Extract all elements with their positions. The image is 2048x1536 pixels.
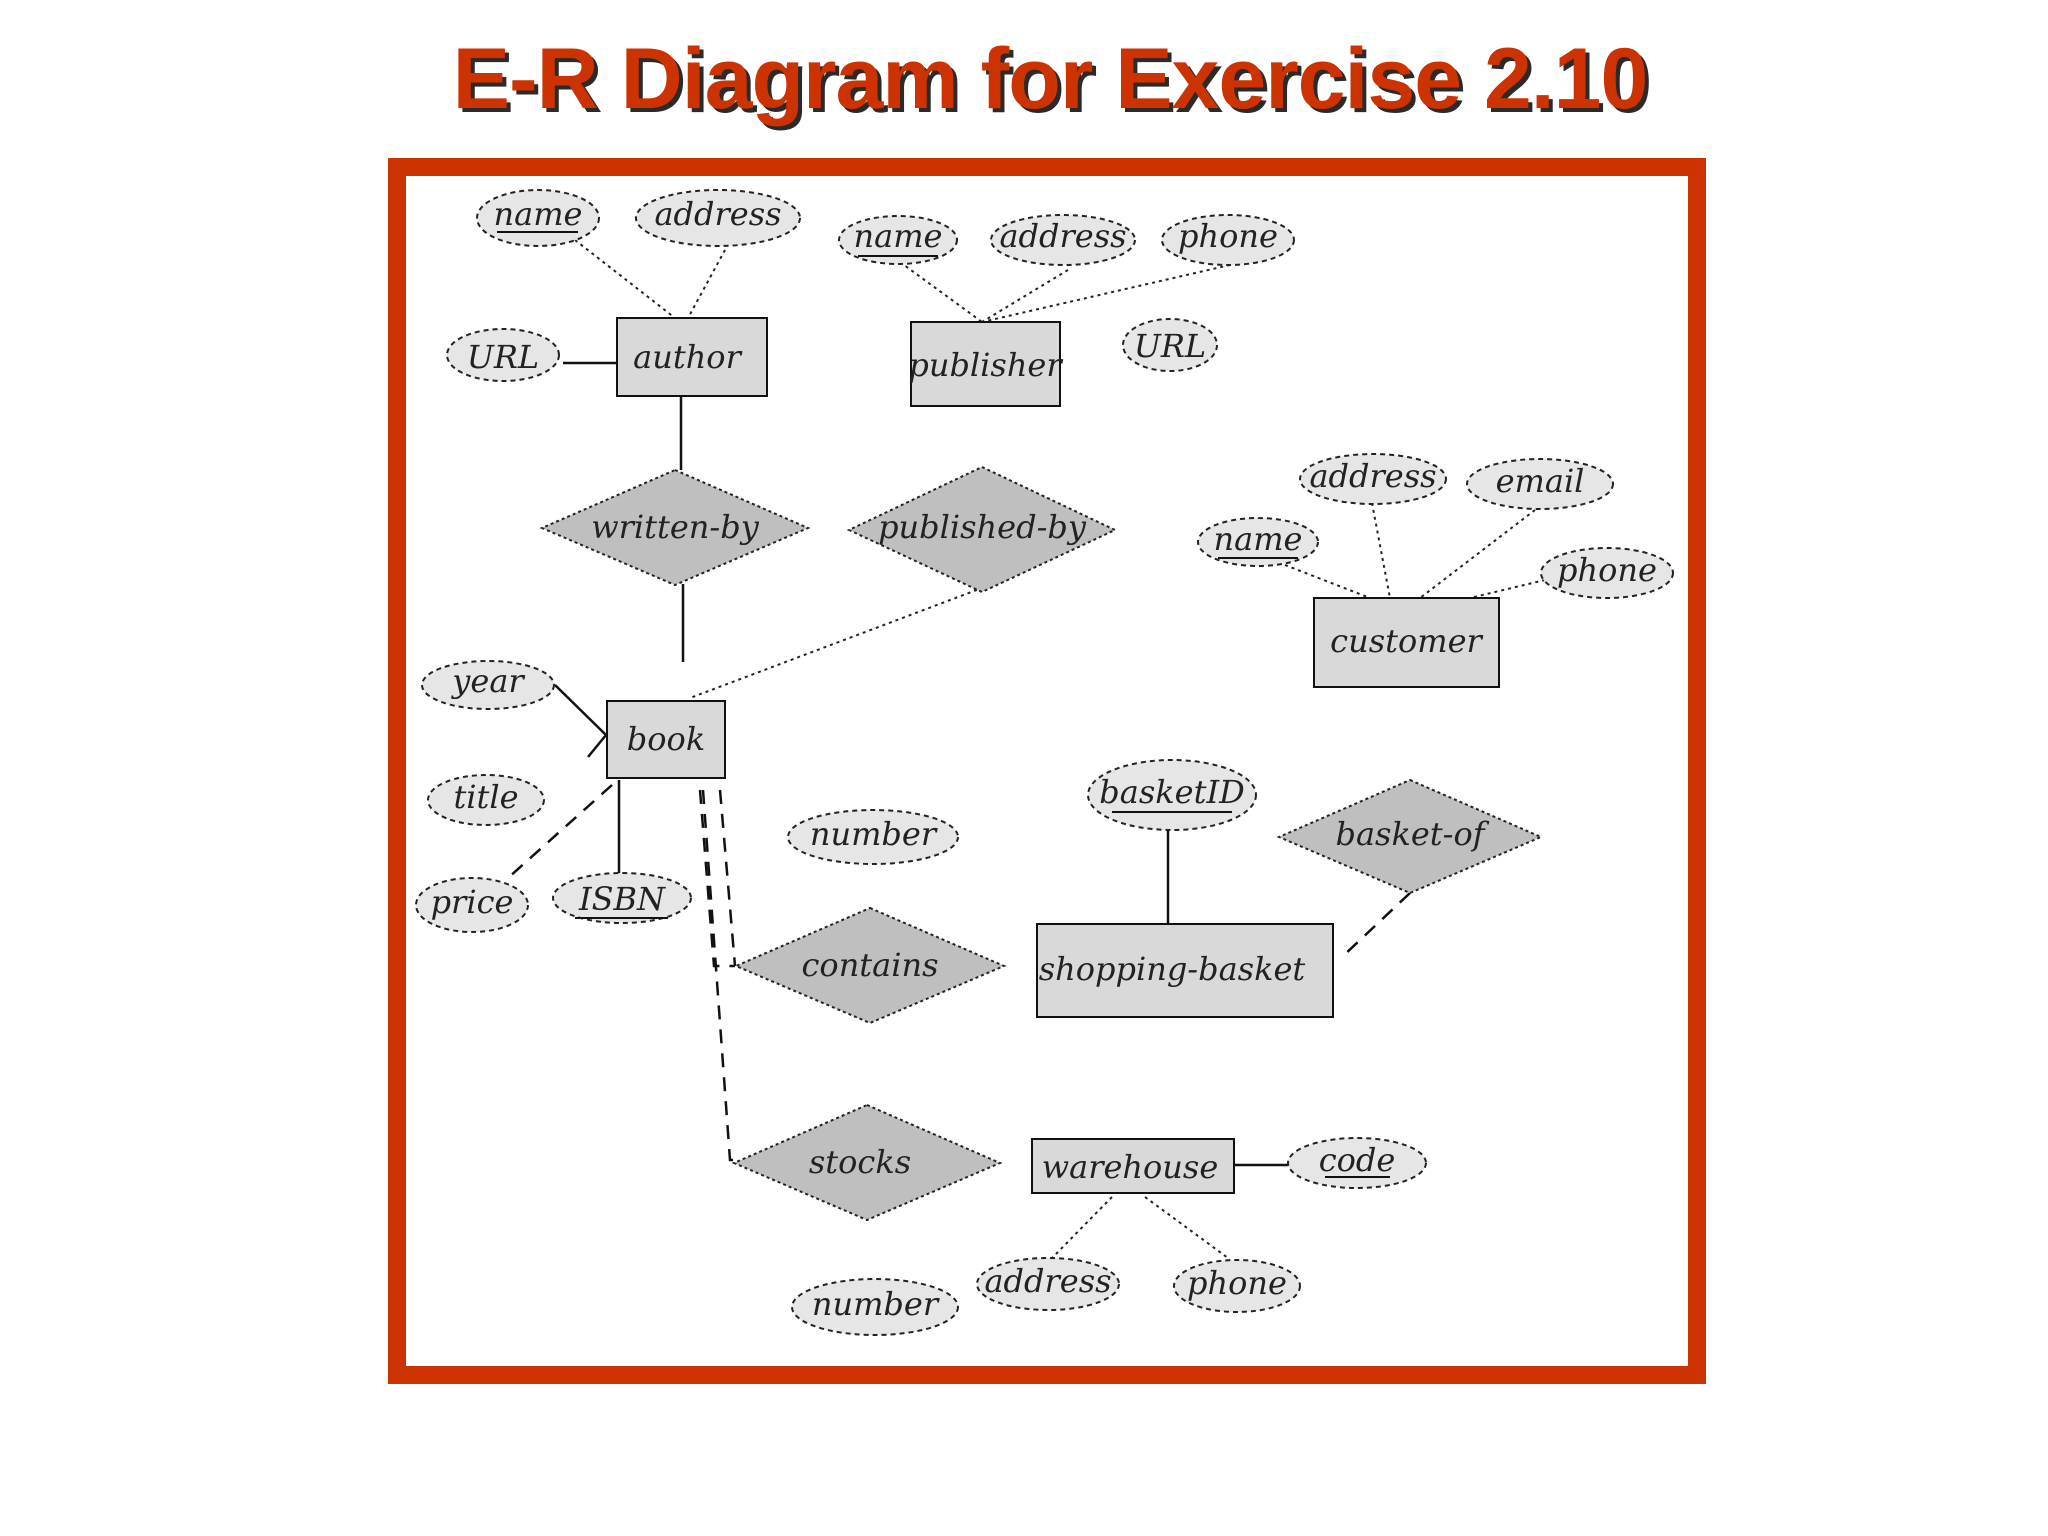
entity-book: book (606, 700, 726, 779)
entity-shopping-basket-label: shopping-basket (1039, 950, 1306, 988)
svg-text:address: address (654, 195, 781, 233)
svg-text:phone: phone (1178, 217, 1278, 255)
svg-text:name: name (854, 217, 943, 255)
connector-author-name (574, 239, 676, 319)
attribute-stocks-number: number (791, 1278, 959, 1336)
relationship-written-by-label: written-by (591, 508, 759, 546)
relationship-published-by: published-by (846, 465, 1118, 594)
connector-customer-name (1284, 564, 1371, 599)
entity-author-label: author (633, 338, 742, 376)
svg-text:ISBN: ISBN (578, 880, 666, 918)
attribute-author-url: URL (446, 328, 560, 382)
attribute-author-address: address (635, 189, 801, 247)
svg-text:URL: URL (467, 338, 539, 376)
svg-text:name: name (1214, 520, 1303, 558)
attribute-warehouse-address: address (976, 1257, 1120, 1311)
connector-book-contains-b (718, 789, 737, 967)
relationship-contains: contains (733, 906, 1007, 1025)
attribute-publisher-url: URL (1122, 318, 1218, 372)
connector-customer-email (1419, 509, 1536, 599)
svg-text:year: year (450, 662, 525, 700)
svg-text:address: address (1309, 457, 1436, 495)
svg-text:address: address (999, 217, 1126, 255)
attribute-book-year: year (421, 660, 555, 710)
svg-text:phone: phone (1557, 551, 1657, 589)
relationship-contains-label: contains (802, 946, 939, 984)
entity-warehouse: warehouse (1031, 1138, 1235, 1194)
connector-author-address (687, 249, 726, 319)
svg-text:address: address (984, 1262, 1111, 1300)
svg-text:code: code (1319, 1141, 1396, 1179)
connector-book-year-hook (587, 734, 607, 758)
svg-text:number: number (812, 1285, 940, 1323)
relationship-stocks: stocks (731, 1103, 1003, 1222)
entity-publisher-label: publisher (908, 346, 1063, 384)
attribute-warehouse-code: code (1287, 1137, 1427, 1189)
attribute-author-name: name (476, 189, 600, 247)
connector-warehouse-phone (1144, 1196, 1229, 1259)
connector-book-stocks (701, 789, 735, 1162)
attribute-customer-name: name (1197, 517, 1319, 567)
entity-author: author (616, 317, 768, 397)
attribute-book-title: title (427, 774, 545, 826)
svg-text:title: title (453, 778, 518, 816)
svg-text:price: price (431, 883, 514, 921)
connector-book-year (554, 684, 607, 736)
entity-book-label: book (627, 720, 705, 758)
connector-publisher-name (899, 261, 983, 323)
svg-text:basketID: basketID (1099, 773, 1244, 811)
entity-warehouse-label: warehouse (1042, 1148, 1219, 1186)
attribute-customer-phone: phone (1540, 547, 1674, 599)
attribute-customer-email: email (1466, 458, 1614, 510)
attribute-book-isbn: ISBN (552, 872, 692, 924)
attribute-customer-address: address (1299, 453, 1447, 505)
entity-customer-label: customer (1330, 622, 1483, 660)
attribute-publisher-name: name (838, 215, 958, 265)
entity-customer: customer (1313, 597, 1500, 688)
connector-basket-of (1341, 892, 1411, 958)
svg-text:email: email (1496, 462, 1585, 500)
relationship-basket-of: basket-of (1276, 778, 1544, 895)
attribute-publisher-phone: phone (1161, 214, 1295, 266)
relationship-written-by: written-by (539, 468, 811, 587)
slide-title: E-R Diagram for Exercise 2.10 (452, 31, 1649, 127)
relationship-published-by-label: published-by (878, 508, 1087, 546)
attribute-contains-number: number (787, 809, 959, 865)
entity-publisher: publisher (908, 321, 1063, 407)
svg-text:phone: phone (1187, 1264, 1287, 1302)
svg-text:name: name (494, 195, 583, 233)
svg-text:URL: URL (1134, 327, 1206, 365)
relationship-basket-of-label: basket-of (1335, 815, 1489, 853)
attribute-warehouse-phone: phone (1173, 1259, 1301, 1313)
connector-book-contains-a (698, 789, 735, 968)
connector-customer-phone (1469, 579, 1546, 599)
entity-shopping-basket: shopping-basket (1036, 923, 1334, 1018)
attribute-publisher-address: address (990, 214, 1136, 266)
attribute-book-price: price (415, 877, 529, 933)
connector-publisher-phone (981, 264, 1231, 323)
svg-text:number: number (810, 815, 938, 853)
relationship-stocks-label: stocks (809, 1143, 911, 1181)
connector-customer-address (1371, 502, 1391, 599)
connector-warehouse-address (1051, 1196, 1113, 1259)
connector-publishedby-book (689, 584, 991, 699)
connector-publisher-address (981, 269, 1069, 323)
attribute-basket-id: basketID (1087, 759, 1257, 831)
